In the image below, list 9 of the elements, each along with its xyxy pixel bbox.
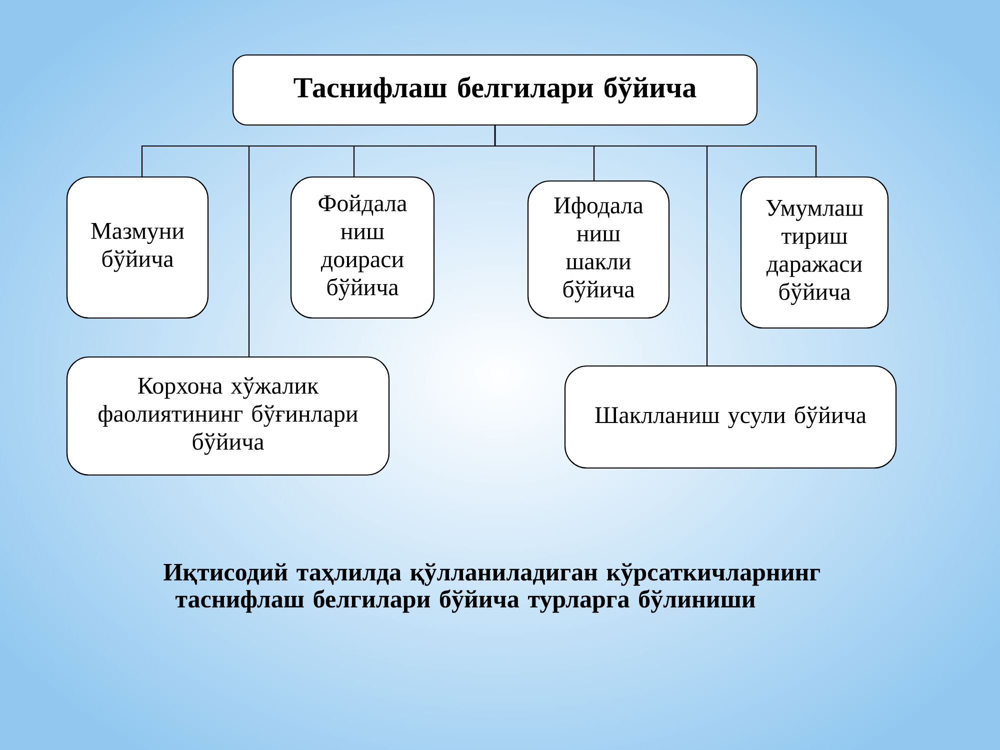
rounded-box: Корхона хўжалик фаолиятининг бўғинлари бўйича [66,356,390,476]
caption: Иқтисодий таҳлилда қўлланиладиган кўрсаткичларнинг таснифлаш белгилари бўйича турларга бўлиниши [164,563,820,613]
rounded-box: Мазмуни бўйича [66,176,209,319]
heading-box: Таснифлаш белгилари бўйича [232,54,758,126]
connector-line [494,126,708,366]
rounded-box: Ифодала ниш шакли бўйича [527,180,670,319]
rounded-box: Умумлаш тириш даражаси бўйича [740,176,889,329]
rounded-box: Шаклланиш усули бўйича [564,365,897,469]
rounded-box: Фойдала ниш доираси бўйича [290,176,435,319]
